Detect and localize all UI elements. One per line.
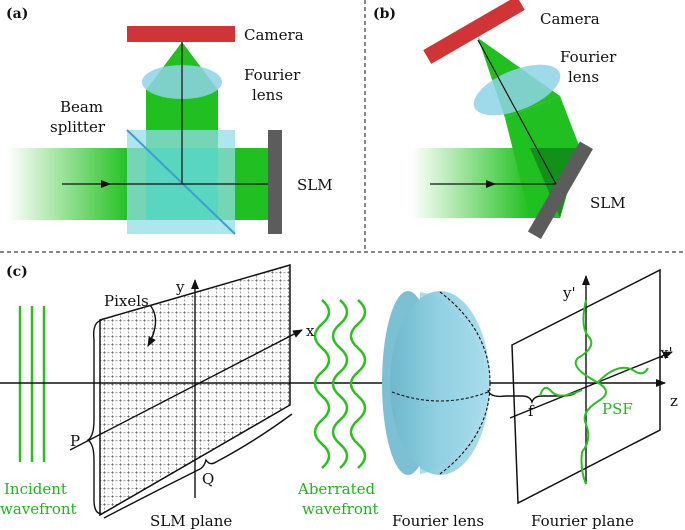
splitter-label-2: splitter — [50, 118, 106, 136]
slm-label-b: SLM — [590, 194, 626, 212]
panel-a-tag: (a) — [6, 6, 28, 22]
panel-b-tag: (b) — [373, 6, 396, 22]
camera-a — [127, 26, 235, 42]
aberrated-wavefront — [313, 299, 367, 469]
fourier-x-axis — [509, 351, 673, 419]
incident-label-2: wavefront — [0, 500, 77, 518]
pixels-label: Pixels — [104, 292, 149, 310]
f-label: f — [528, 402, 535, 420]
psf-label: PSF — [602, 400, 633, 418]
slm-x-axis — [69, 329, 303, 451]
slm-a — [268, 130, 282, 234]
panel-c: (c) — [0, 264, 678, 530]
camera-label-b: Camera — [540, 10, 600, 28]
incident-label-1: Incident — [4, 480, 67, 498]
ray-diagonal-b — [477, 39, 557, 185]
beam-splitter-diagonal — [126, 129, 236, 235]
camera-b — [423, 0, 525, 64]
fourier-y-label: y' — [562, 284, 576, 302]
slm-y-label: y — [175, 278, 185, 296]
fourier-plane-label: Fourier plane — [531, 512, 634, 530]
lens-label-a-1: Fourier — [244, 66, 301, 84]
fourier-lens-c — [382, 291, 491, 475]
panel-b: (b) Camera Fourier lens SLM — [373, 0, 626, 240]
aberrated-label-1: Aberrated — [297, 480, 376, 498]
lens-label-b-2: lens — [568, 68, 599, 86]
pixels-pointer — [147, 304, 157, 347]
fourier-plane — [511, 268, 661, 505]
slm-plane-label: SLM plane — [150, 512, 232, 530]
psf-curve — [539, 299, 649, 485]
panel-a: (a) Camera Fourier lens Beam splitter SL… — [6, 6, 333, 235]
brace-p — [86, 319, 103, 515]
aberrated-label-2: wavefront — [302, 500, 379, 518]
q-label: Q — [202, 470, 214, 488]
lens-label-b-1: Fourier — [560, 48, 617, 66]
panel-c-tag: (c) — [6, 264, 28, 280]
incoming-beam-b — [412, 148, 530, 218]
fourier-lens-b — [473, 64, 561, 116]
brace-q — [103, 413, 293, 519]
slm-b — [527, 141, 593, 240]
splitter-label-1: Beam — [60, 98, 103, 116]
slm-label-a: SLM — [297, 176, 333, 194]
z-label: z — [670, 392, 678, 410]
slm-x-label: x — [306, 322, 315, 340]
fourier-lens-label: Fourier lens — [392, 512, 484, 530]
incident-wavefront — [18, 306, 46, 462]
lens-label-a-2: lens — [252, 86, 283, 104]
fourier-x-label: x' — [660, 344, 673, 362]
camera-label-a: Camera — [244, 26, 304, 44]
p-label: P — [70, 432, 80, 450]
